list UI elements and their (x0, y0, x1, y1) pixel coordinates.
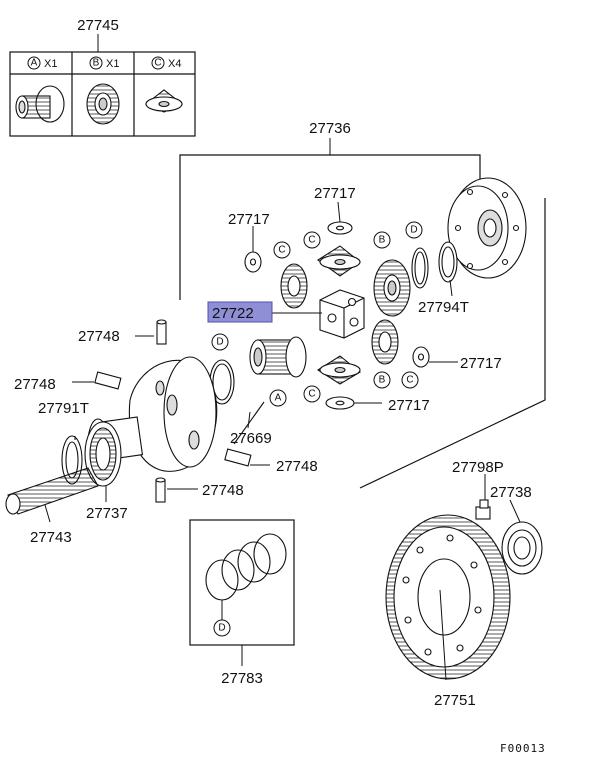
part-labels: 27717 27717 27717 27717 27722 27748 2774… (14, 185, 532, 709)
shim-box-27783: 27783 (189, 519, 295, 687)
pin-27748-left (94, 371, 122, 390)
part-label-27751[interactable]: 27751 (434, 692, 476, 709)
part-label-27743[interactable]: 27743 (30, 529, 72, 546)
callout-d-3: D (218, 623, 225, 634)
kit-cell-qty-c: X4 (168, 58, 181, 70)
part-label-27738[interactable]: 27738 (490, 484, 532, 501)
part-label-27748-top[interactable]: 27748 (78, 328, 120, 345)
bolt-27798p (475, 499, 491, 520)
kit-cell-qty-a: X1 (44, 58, 57, 70)
callout-a-1: A (275, 393, 282, 404)
kit-cell-letter-c: C (154, 58, 161, 69)
callout-c-2: C (308, 235, 315, 246)
ring-d-right (411, 247, 429, 289)
callout-c-4: C (406, 375, 413, 386)
leader-lines (44, 201, 521, 523)
bearing-27738 (501, 521, 543, 575)
side-gear-b-icon (86, 83, 120, 125)
spider-block-27722 (319, 289, 365, 339)
part-label-27717-right[interactable]: 27717 (460, 355, 502, 372)
pinion-gear-right (371, 319, 399, 365)
ring-gear-27751 (385, 514, 511, 681)
part-label-27745[interactable]: 27745 (77, 17, 119, 34)
kit-box: 27745 A X1 B X1 C X4 (9, 17, 196, 137)
part-label-27737[interactable]: 27737 (86, 505, 128, 522)
bearing-27737 (84, 421, 122, 487)
pin-27748-mid (224, 448, 252, 467)
washer-27717-right (412, 346, 430, 368)
part-label-27669[interactable]: 27669 (230, 430, 272, 447)
washer-27794t: 27794T (418, 241, 469, 316)
bracket-27736: 27736 (179, 120, 546, 489)
part-label-27798p[interactable]: 27798P (452, 459, 504, 476)
part-label-27736[interactable]: 27736 (309, 120, 351, 137)
axle-shaft-27743 (5, 467, 99, 515)
side-gear-b (373, 259, 411, 317)
side-gear-a-icon (15, 85, 65, 123)
washer-27717-left (244, 251, 262, 273)
kit-cell-qty-b: X1 (106, 58, 119, 70)
washer-27717-top (327, 221, 353, 235)
part-label-27748-left[interactable]: 27748 (14, 376, 56, 393)
shim-rings (205, 533, 287, 601)
diagram-code: F00013 (500, 742, 546, 755)
callout-b-1: B (379, 235, 386, 246)
part-label-27748-mid[interactable]: 27748 (276, 458, 318, 475)
pinion-gear-left (280, 263, 308, 309)
washer-27717-bottom (325, 396, 355, 410)
part-label-27717-top[interactable]: 27717 (314, 185, 356, 202)
part-label-27748-bottom[interactable]: 27748 (202, 482, 244, 499)
kit-cell-letter-a: A (31, 58, 38, 69)
part-label-27794t[interactable]: 27794T (418, 299, 469, 316)
pinion-gear-c-icon (144, 89, 184, 113)
callout-d-2: D (216, 337, 223, 348)
part-label-27783[interactable]: 27783 (221, 670, 263, 687)
ring-d-left (209, 359, 235, 405)
part-label-27722[interactable]: 27722 (212, 305, 254, 322)
part-label-27717-bottom[interactable]: 27717 (388, 397, 430, 414)
part-label-27791t[interactable]: 27791T (38, 400, 89, 417)
callout-c-1: C (278, 245, 285, 256)
pinion-gear-bottom (316, 355, 361, 385)
diff-case-flange (447, 177, 527, 279)
callout-circles: C C C C B B D D D A (211, 221, 423, 637)
pinion-gear-top (317, 245, 361, 277)
side-gear-a (249, 336, 307, 378)
callout-b-2: B (379, 375, 386, 386)
callout-d-1: D (410, 225, 417, 236)
callout-c-3: C (308, 389, 315, 400)
highlight-box (207, 301, 273, 323)
kit-cell-letter-b: B (93, 58, 100, 69)
pin-27748-top (156, 319, 167, 345)
part-label-27717-left[interactable]: 27717 (228, 211, 270, 228)
pin-27748-bottom (155, 477, 166, 503)
